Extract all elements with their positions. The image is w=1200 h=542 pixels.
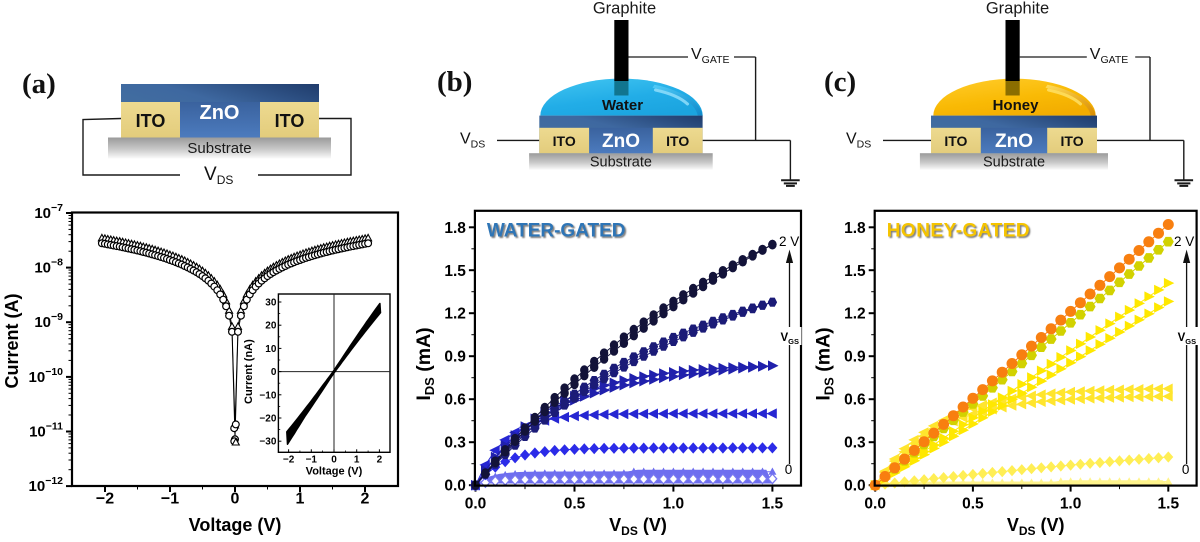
svg-text:0: 0	[1182, 462, 1190, 477]
svg-text:0.5: 0.5	[962, 496, 984, 513]
svg-text:−10: −10	[259, 390, 276, 401]
svg-text:1.8: 1.8	[444, 220, 466, 237]
svg-text:1.5: 1.5	[1158, 496, 1180, 513]
svg-text:1.0: 1.0	[663, 496, 685, 513]
svg-text:20: 20	[265, 321, 277, 332]
svg-text:Substrate: Substrate	[983, 155, 1045, 171]
svg-text:−20: −20	[259, 414, 276, 425]
svg-text:0.3: 0.3	[844, 435, 866, 452]
svg-text:30: 30	[265, 298, 277, 309]
svg-text:−1: −1	[161, 491, 179, 508]
svg-text:HONEY-GATED: HONEY-GATED	[887, 221, 1030, 242]
svg-text:VDS (V): VDS (V)	[609, 515, 667, 538]
svg-text:−1: −1	[306, 454, 318, 465]
svg-text:0.6: 0.6	[844, 392, 866, 409]
svg-text:0.3: 0.3	[444, 435, 466, 452]
svg-text:ITO: ITO	[275, 111, 305, 131]
svg-text:2: 2	[377, 454, 383, 465]
svg-text:0.6: 0.6	[444, 392, 466, 409]
svg-text:−2: −2	[96, 491, 114, 508]
svg-text:Graphite: Graphite	[986, 0, 1049, 18]
svg-text:Graphite: Graphite	[593, 0, 656, 18]
svg-text:1: 1	[354, 454, 360, 465]
svg-text:Substrate: Substrate	[187, 140, 251, 157]
svg-text:WATER-GATED: WATER-GATED	[487, 221, 626, 242]
svg-text:ZnO: ZnO	[602, 131, 640, 152]
svg-text:2: 2	[361, 491, 370, 508]
svg-text:1.5: 1.5	[762, 496, 784, 513]
svg-text:1.0: 1.0	[1060, 496, 1082, 513]
svg-text:Honey: Honey	[993, 97, 1040, 114]
svg-text:ZnO: ZnO	[200, 102, 240, 124]
svg-text:0.9: 0.9	[444, 349, 466, 366]
svg-text:ITO: ITO	[1061, 133, 1084, 149]
svg-text:−2: −2	[283, 454, 295, 465]
svg-text:−30: −30	[259, 437, 276, 448]
svg-text:0: 0	[271, 367, 277, 378]
svg-text:ITO: ITO	[553, 133, 576, 149]
svg-text:IDS (mA): IDS (mA)	[813, 327, 837, 400]
svg-text:1.5: 1.5	[444, 263, 466, 280]
svg-text:(c): (c)	[824, 66, 856, 98]
svg-text:(a): (a)	[22, 68, 56, 100]
svg-text:10: 10	[265, 344, 277, 355]
svg-text:0: 0	[785, 462, 793, 477]
svg-text:ZnO: ZnO	[995, 131, 1033, 152]
svg-text:0.0: 0.0	[465, 496, 487, 513]
svg-text:2 V: 2 V	[779, 234, 799, 249]
svg-text:Voltage (V): Voltage (V)	[189, 515, 282, 535]
svg-text:ITO: ITO	[944, 133, 967, 149]
svg-text:1.2: 1.2	[844, 306, 866, 323]
svg-text:Substrate: Substrate	[590, 155, 652, 171]
svg-text:0: 0	[331, 454, 337, 465]
svg-text:1: 1	[296, 491, 305, 508]
svg-text:ITO: ITO	[666, 133, 689, 149]
svg-text:1.2: 1.2	[444, 306, 466, 323]
svg-text:0.5: 0.5	[564, 496, 586, 513]
svg-text:(b): (b)	[437, 66, 472, 98]
svg-text:1.5: 1.5	[844, 263, 866, 280]
svg-text:0.0: 0.0	[844, 478, 866, 495]
svg-text:Current (A): Current (A)	[2, 294, 22, 389]
svg-text:1.8: 1.8	[844, 220, 866, 237]
svg-text:VDS (V): VDS (V)	[1007, 515, 1065, 538]
svg-text:2 V: 2 V	[1174, 234, 1194, 249]
svg-text:Voltage (V): Voltage (V)	[306, 465, 363, 477]
svg-text:0: 0	[231, 491, 240, 508]
svg-text:0.9: 0.9	[844, 349, 866, 366]
svg-text:Current (nA): Current (nA)	[243, 339, 255, 404]
svg-text:ITO: ITO	[136, 111, 166, 131]
svg-text:0.0: 0.0	[444, 478, 466, 495]
svg-text:0.0: 0.0	[864, 496, 886, 513]
svg-text:Water: Water	[602, 97, 643, 114]
